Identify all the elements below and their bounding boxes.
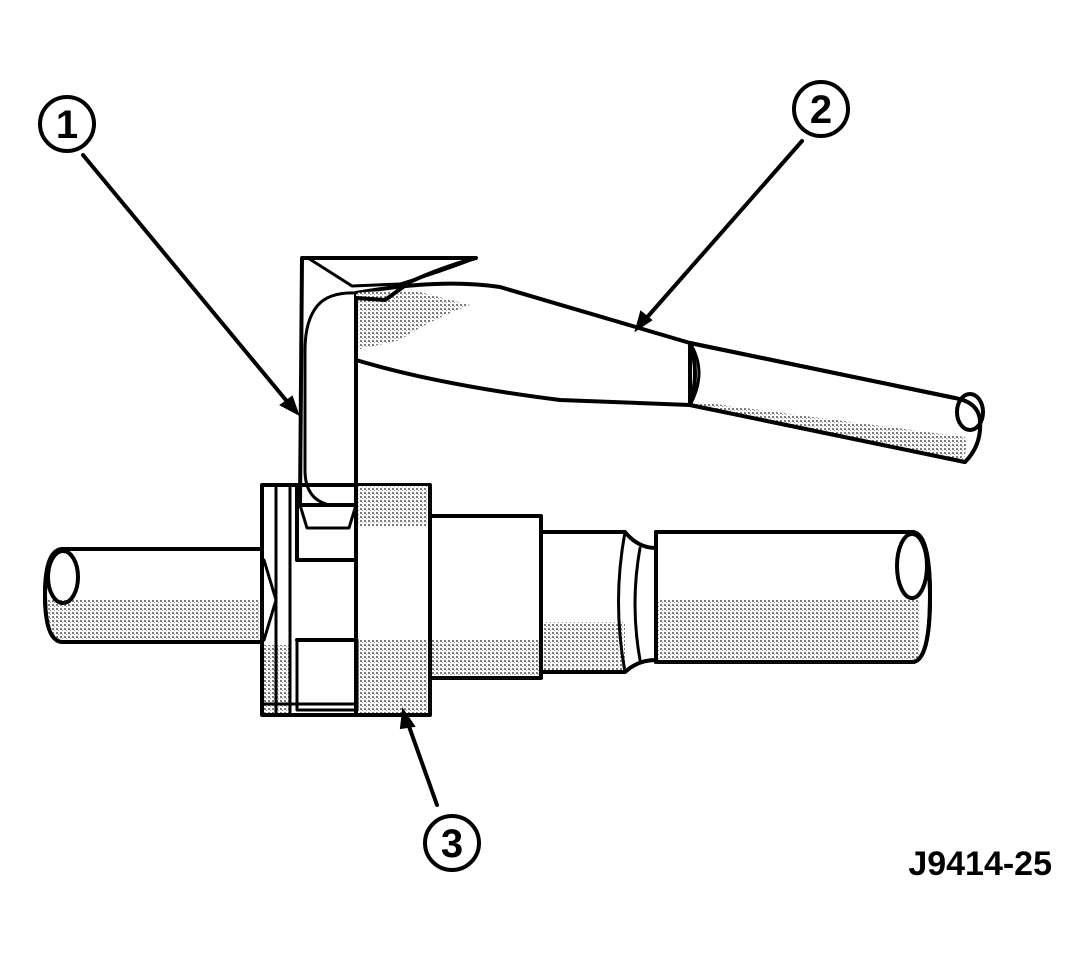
leader-line-2 [641, 139, 804, 324]
fuel-tube-left [43, 547, 264, 644]
leader-line-1 [81, 153, 292, 407]
leader-arrowhead-1 [279, 395, 300, 417]
callout-1: 1 [38, 95, 300, 417]
quick-connect-fitting [260, 483, 432, 717]
callout-3: 3 [399, 707, 481, 872]
figure-id: J9414-25 [908, 845, 1052, 883]
callout-3-label: 3 [441, 822, 463, 866]
callout-1-circle [38, 95, 96, 153]
leader-line-3 [404, 716, 439, 807]
callout-2: 2 [634, 80, 850, 333]
callout-3-circle [423, 814, 481, 872]
leader-arrowhead-2 [634, 310, 653, 333]
callout-1-label: 1 [56, 103, 78, 147]
callout-2-label: 2 [810, 88, 832, 132]
release-tool [298, 256, 985, 507]
fuel-line-right [428, 514, 932, 680]
callout-2-circle [792, 80, 850, 138]
leader-arrowhead-3 [399, 707, 416, 730]
